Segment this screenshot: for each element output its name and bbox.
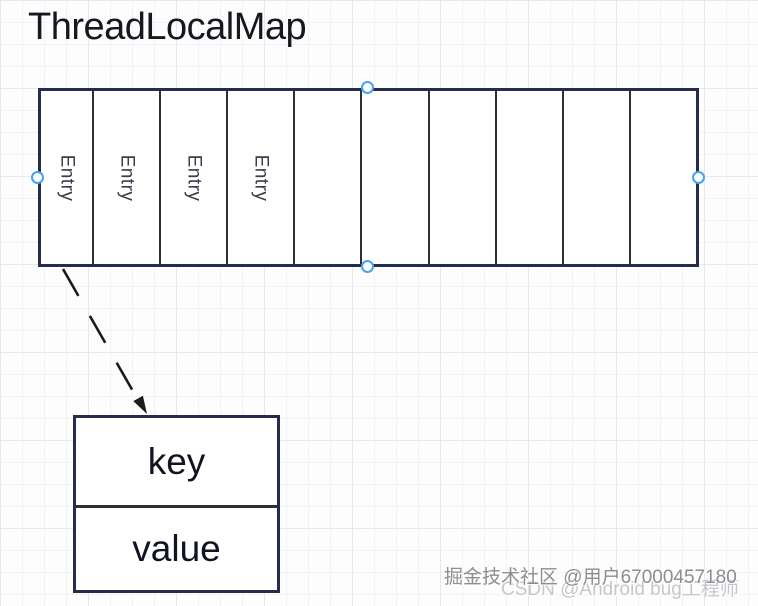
diagram-title: ThreadLocalMap bbox=[28, 6, 307, 48]
array-cell: Entry bbox=[228, 91, 296, 264]
entry-label: Entry bbox=[116, 154, 138, 201]
connector-handle-right[interactable] bbox=[692, 171, 705, 184]
array-cell bbox=[564, 91, 631, 264]
connector-handle-bottom[interactable] bbox=[361, 260, 374, 273]
value-cell: value bbox=[132, 528, 221, 569]
array-cell bbox=[631, 91, 696, 264]
array-cell bbox=[295, 91, 363, 264]
key-cell: key bbox=[76, 418, 277, 508]
arrowhead-icon bbox=[133, 395, 147, 414]
entry-label: Entry bbox=[250, 154, 272, 201]
watermark-juejin: 掘金技术社区 @用户67000457180 bbox=[444, 567, 737, 588]
entry-label: Entry bbox=[56, 154, 78, 201]
watermark-csdn: CSDN @Android bug工程师 bbox=[501, 579, 739, 600]
threadlocalmap-array: Entry Entry Entry Entry bbox=[38, 88, 699, 267]
connector-handle-left[interactable] bbox=[31, 171, 44, 184]
array-cell: Entry bbox=[94, 91, 162, 264]
array-cell bbox=[430, 91, 497, 264]
array-cell bbox=[497, 91, 564, 264]
entry-key-value-box: key value bbox=[73, 415, 280, 593]
array-cell bbox=[362, 91, 430, 264]
entry-label: Entry bbox=[183, 154, 205, 201]
array-cell: Entry bbox=[41, 91, 94, 264]
array-cell: Entry bbox=[161, 91, 229, 264]
connector-handle-top[interactable] bbox=[361, 81, 374, 94]
